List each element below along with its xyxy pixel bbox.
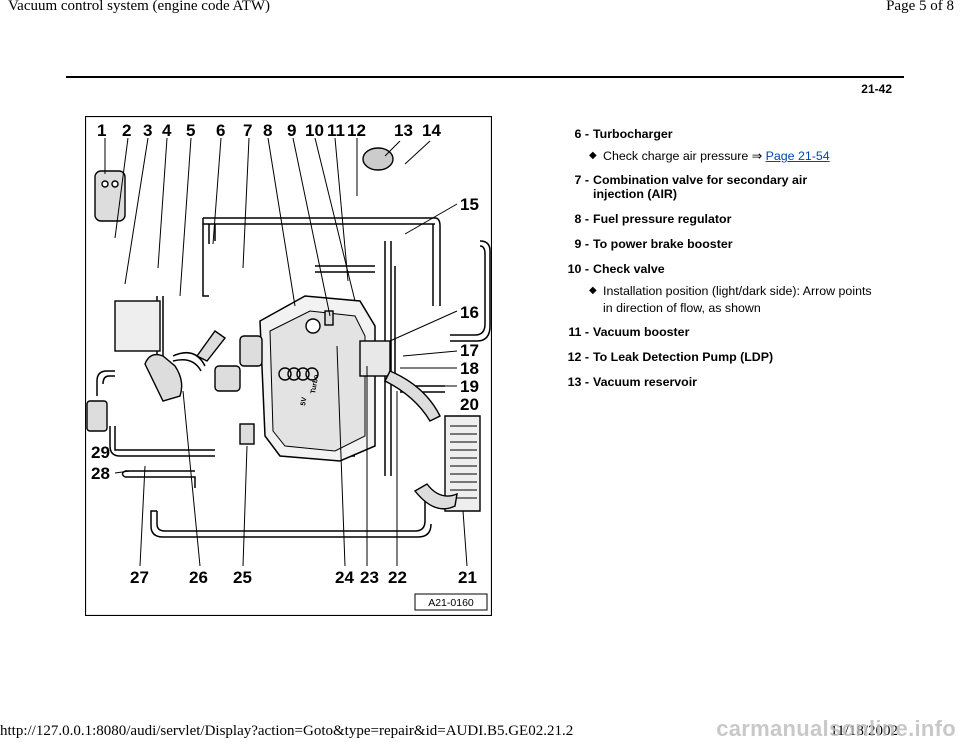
legend-item: 7 - Combination valve for secondary air … <box>540 173 900 201</box>
leader-lines <box>104 137 468 567</box>
engine-label-turbo: Turbo <box>310 374 320 394</box>
legend-item: 8 - Fuel pressure regulator <box>540 212 900 226</box>
legend-item: 11 - Vacuum booster <box>540 325 900 339</box>
legend-note: ◆ Installation position (light/dark side… <box>540 283 900 317</box>
page-indicator: Page 5 of 8 <box>886 0 954 14</box>
legend-number: 11 - <box>568 325 589 339</box>
legend-number: 13 - <box>567 375 589 389</box>
callout-9: 9 <box>287 121 296 140</box>
legend-note: ◆ Check charge air pressure ⇒ Page 21-54 <box>540 148 900 165</box>
callout-16: 16 <box>460 303 479 322</box>
callout-7: 7 <box>243 121 252 140</box>
legend-number: 6 - <box>574 127 589 141</box>
figure-code: A21-0160 <box>428 597 474 609</box>
callout-24: 24 <box>335 568 354 587</box>
legend-number: 10 - <box>567 262 589 276</box>
legend-label: Vacuum booster <box>593 325 690 339</box>
callout-14: 14 <box>422 121 441 140</box>
callout-27: 27 <box>130 568 149 587</box>
legend-number: 7 - <box>574 173 589 187</box>
document-title: Vacuum control system (engine code ATW) <box>8 0 271 14</box>
callout-12: 12 <box>347 121 366 140</box>
callout-11: 11 <box>327 121 345 140</box>
diamond-bullet-icon: ◆ <box>589 150 597 161</box>
engine-block: 5V Turbo <box>259 295 376 462</box>
callout-5: 5 <box>186 121 195 140</box>
callout-4: 4 <box>162 121 172 140</box>
callout-1: 1 <box>97 121 106 140</box>
legend-label: Combination valve for secondary air inje… <box>593 173 808 201</box>
callout-13: 13 <box>394 121 413 140</box>
legend-label: Vacuum reservoir <box>593 375 698 389</box>
legend-label: Turbocharger <box>593 127 673 141</box>
callout-22: 22 <box>388 568 407 587</box>
page-link[interactable]: Page 21-54 <box>765 149 830 163</box>
legend-label: Fuel pressure regulator <box>593 212 732 226</box>
callout-10: 10 <box>305 121 324 140</box>
footer-url: http://127.0.0.1:8080/audi/servlet/Displ… <box>0 723 574 739</box>
vacuum-system-diagram: 5V Turbo <box>85 116 492 616</box>
legend-number: 9 - <box>574 237 589 251</box>
watermark: carmanualsonline.info <box>716 716 956 741</box>
legend-list: 6 - Turbocharger ◆ Check charge air pres… <box>540 127 900 389</box>
callout-8: 8 <box>263 121 272 140</box>
footer-date: 11/18/2002 <box>830 723 898 739</box>
section-page-number: 21-42 <box>861 82 892 96</box>
callout-2: 2 <box>122 121 131 140</box>
legend-label: Check valve <box>593 262 665 276</box>
callout-20: 20 <box>460 395 479 414</box>
legend-label: To Leak Detection Pump (LDP) <box>593 350 774 364</box>
callout-26: 26 <box>189 568 208 587</box>
legend-item: 10 - Check valve <box>540 262 900 276</box>
legend-item: 6 - Turbocharger <box>540 127 900 141</box>
legend-item: 13 - Vacuum reservoir <box>540 375 900 389</box>
legend-note-text: Check charge air pressure ⇒ <box>603 149 766 163</box>
legend-label: To power brake booster <box>593 237 733 251</box>
callout-29: 29 <box>91 443 110 462</box>
header-rule <box>66 76 904 78</box>
diamond-bullet-icon: ◆ <box>589 285 597 296</box>
callout-17: 17 <box>460 341 479 360</box>
callout-25: 25 <box>233 568 252 587</box>
callout-15: 15 <box>460 195 479 214</box>
callout-18: 18 <box>460 359 479 378</box>
callout-numbers: 1 2 3 4 5 6 7 8 9 10 11 12 13 14 15 16 1… <box>91 121 479 587</box>
callout-23: 23 <box>360 568 379 587</box>
callout-19: 19 <box>460 377 479 396</box>
callout-3: 3 <box>143 121 152 140</box>
callout-28: 28 <box>91 464 110 483</box>
legend-item: 9 - To power brake booster <box>540 237 900 251</box>
callout-6: 6 <box>216 121 225 140</box>
legend-number: 12 - <box>567 350 589 364</box>
components <box>86 147 481 512</box>
legend-note-text: Installation position (light/dark side):… <box>603 284 872 315</box>
engine-label-5v: 5V <box>300 396 308 406</box>
legend-item: 12 - To Leak Detection Pump (LDP) <box>540 350 900 364</box>
callout-21: 21 <box>458 568 477 587</box>
legend-number: 8 - <box>574 212 589 226</box>
